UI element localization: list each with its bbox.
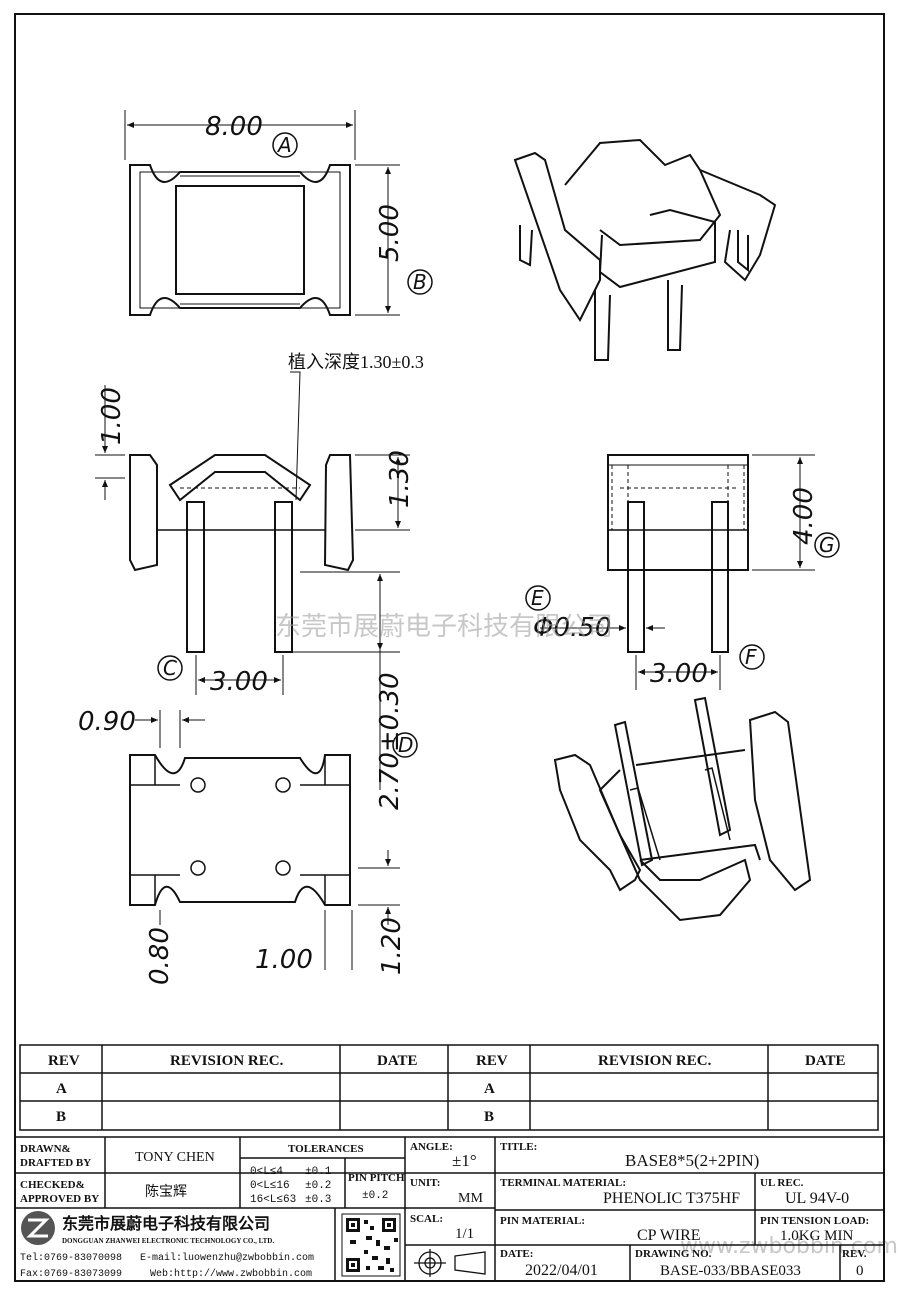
tol-range-3: 16<L≤63 <box>250 1194 296 1206</box>
tolerances-label: TOLERANCES <box>288 1143 364 1155</box>
dim-pin-dia: Φ0.50 <box>533 613 611 643</box>
insert-depth-note: 植入深度1.30±0.3 <box>288 352 424 372</box>
pin-pitch-tol: ±0.2 <box>362 1190 388 1202</box>
drawn-by: TONY CHEN <box>135 1150 215 1165</box>
marker-f-circle <box>739 644 765 670</box>
dim-pin-length: 2.70±0.30 <box>375 672 405 810</box>
pin-pitch-label: PIN PITCH <box>348 1172 405 1184</box>
marker-g: G <box>819 533 835 557</box>
date-header-1: DATE <box>377 1053 418 1069</box>
tol-value-3: ±0.3 <box>305 1194 331 1206</box>
dim-height-top: 5.00 <box>375 204 405 262</box>
drawn-label: DRAWN& <box>20 1143 71 1155</box>
tol-range-1: 0<L≤4 <box>250 1166 283 1178</box>
rev-value: 0 <box>856 1263 864 1279</box>
title-label: TITLE: <box>500 1141 537 1153</box>
revision-rec-header-1: REVISION REC. <box>170 1053 284 1069</box>
pin-tension: 1.0KG MIN <box>780 1228 853 1244</box>
unit-value: MM <box>458 1191 483 1206</box>
marker-a-circle <box>272 132 298 158</box>
rev-a-1: A <box>56 1081 67 1097</box>
marker-f: F <box>745 645 757 669</box>
marker-d-circle <box>392 732 418 758</box>
revision-rec-header-2: REVISION REC. <box>598 1053 712 1069</box>
dim-slot-offset: 0.80 <box>145 927 175 985</box>
company-name-en: DONGGUAN ZHANWEI ELECTRONIC TECHNOLOGY C… <box>62 1237 274 1245</box>
dim-bottom-1-00: 1.00 <box>255 945 313 975</box>
marker-e: E <box>531 586 544 610</box>
scale-label: SCAL: <box>410 1213 443 1225</box>
iso-view-bottom <box>553 696 812 922</box>
dim-1-30: 1.30 <box>385 450 415 508</box>
bottom-view <box>129 710 400 970</box>
drafted-label: DRAFTED BY <box>20 1157 91 1169</box>
checked-label: CHECKED& <box>20 1179 85 1191</box>
marker-c-circle <box>157 655 183 681</box>
dim-bottom-1-20: 1.20 <box>377 917 407 975</box>
projection-symbol-icon <box>414 1249 486 1277</box>
dim-1-00-top: 1.00 <box>97 387 127 445</box>
angle-value: ±1° <box>452 1151 477 1170</box>
company-logo-icon <box>21 1211 55 1245</box>
date-label: DATE: <box>500 1248 533 1260</box>
watermark-text: 东莞市展蔚电子科技有限公司 <box>275 612 613 642</box>
approved-by: 陈宝辉 <box>145 1183 187 1200</box>
company-email: E-mail:luowenzhu@zwbobbin.com <box>140 1252 314 1264</box>
rev-b-1: B <box>56 1109 66 1125</box>
title-block-grid <box>14 1136 885 1282</box>
front-view <box>95 371 410 790</box>
unit-label: UNIT: <box>410 1177 440 1189</box>
drawing-no: BASE-033/BBASE033 <box>660 1263 801 1279</box>
tol-value-1: ±0.1 <box>305 1166 332 1178</box>
tol-range-2: 0<L≤16 <box>250 1180 290 1192</box>
pin-material: CP WIRE <box>637 1227 701 1244</box>
scale-value: 1/1 <box>455 1226 474 1242</box>
rev-a-2: A <box>484 1081 495 1097</box>
drawing-no-label: DRAWING NO. <box>635 1248 712 1260</box>
date-value: 2022/04/01 <box>525 1262 598 1279</box>
watermark-url: www.zwbobbin.com <box>680 1234 898 1259</box>
marker-b: B <box>413 270 427 294</box>
pin-material-label: PIN MATERIAL: <box>500 1215 585 1227</box>
marker-a: A <box>276 133 292 157</box>
company-web: Web:http://www.zwbobbin.com <box>150 1268 312 1280</box>
revision-table <box>19 1044 879 1131</box>
ul-rec-label: UL REC. <box>760 1177 804 1189</box>
marker-d: D <box>398 733 413 757</box>
ul-rec: UL 94V-0 <box>785 1190 849 1207</box>
company-name-cn: 东莞市展蔚电子科技有限公司 <box>62 1214 270 1233</box>
company-fax: Fax:0769-83073099 <box>20 1269 122 1280</box>
angle-label: ANGLE: <box>410 1141 453 1153</box>
side-view <box>540 454 815 690</box>
top-view <box>124 110 400 316</box>
marker-c: C <box>163 656 177 680</box>
dim-slot-width: 0.90 <box>78 707 136 737</box>
rev-label: REV. <box>842 1248 867 1260</box>
approved-label: APPROVED BY <box>20 1193 99 1205</box>
date-header-2: DATE <box>805 1053 846 1069</box>
dim-pitch-side: 3.00 <box>650 659 708 689</box>
rev-b-2: B <box>484 1109 494 1125</box>
pin-tension-label: PIN TENSION LOAD: <box>760 1215 869 1227</box>
terminal-material-label: TERMINAL MATERIAL: <box>500 1177 626 1189</box>
dim-4-00: 4.00 <box>789 487 819 545</box>
tol-value-2: ±0.2 <box>305 1180 331 1192</box>
iso-view-top <box>513 138 777 361</box>
dim-pitch-front: 3.00 <box>210 667 268 697</box>
marker-g-circle <box>814 532 840 558</box>
title-value: BASE8*5(2+2PIN) <box>625 1151 759 1170</box>
rev-header-1: REV <box>48 1053 80 1069</box>
company-tel: Tel:0769-83070098 <box>20 1252 122 1264</box>
dim-width-top: 8.00 <box>205 112 263 142</box>
marker-e-circle <box>525 585 551 611</box>
terminal-material: PHENOLIC T375HF <box>603 1190 740 1207</box>
qr-code-icon <box>341 1213 401 1277</box>
marker-b-circle <box>407 269 433 295</box>
rev-header-2: REV <box>476 1053 508 1069</box>
